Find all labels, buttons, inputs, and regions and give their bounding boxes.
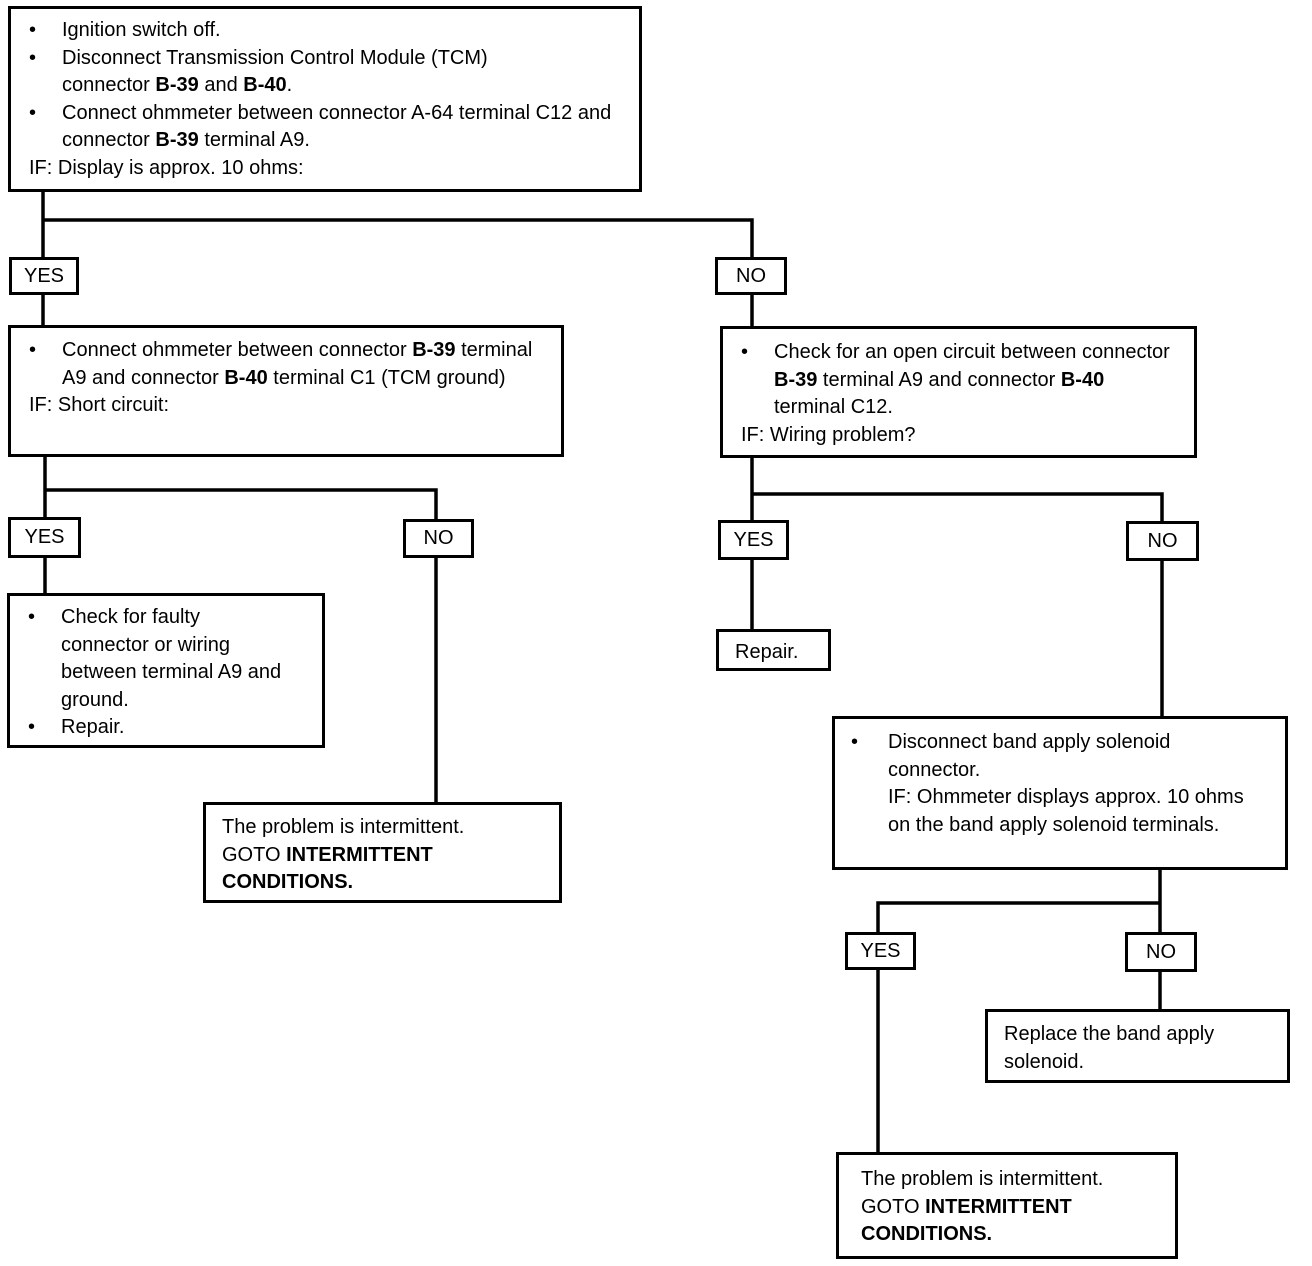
bullet-icon: • — [851, 731, 859, 753]
repair-box: Repair. — [716, 629, 831, 671]
step3-condition: IF: Wiring problem? — [741, 423, 916, 446]
step2-bullet: • Connect ohmmeter between connector B-3… — [29, 339, 533, 389]
yes-label-3: YES — [718, 520, 789, 560]
faulty-bullet2: • Repair. — [28, 714, 312, 742]
step3-bullet: • Check for an open circuit between conn… — [741, 341, 1170, 418]
no-label-3: NO — [1126, 521, 1199, 561]
no-label-2: NO — [403, 519, 474, 558]
step1-condition: IF: Display is approx. 10 ohms: — [29, 156, 304, 179]
step1-bullet1: • Ignition switch off. — [29, 17, 629, 45]
intermittent-box-2: The problem is intermittent. GOTO INTERM… — [836, 1152, 1178, 1259]
yes-label-2: YES — [8, 517, 81, 558]
yes-label-4: YES — [845, 932, 916, 970]
replace-text: Replace the band apply solenoid. — [1004, 1023, 1215, 1073]
step2-condition: IF: Short circuit: — [29, 394, 170, 416]
faulty-connector-box: • Check for faulty connector or wiring b… — [7, 593, 325, 748]
step1-box: • Ignition switch off. • Disconnect Tran… — [8, 6, 642, 192]
connector-step2-branch — [43, 454, 438, 522]
yes-label-1: YES — [9, 257, 79, 295]
bullet-icon: • — [29, 46, 37, 69]
no-label-4: NO — [1125, 932, 1197, 972]
bullet-icon: • — [741, 341, 749, 363]
connector-step1-branch — [41, 190, 754, 260]
bullet-icon: • — [29, 101, 37, 124]
intermittent-box-1: The problem is intermittent. GOTO INTERM… — [203, 802, 562, 903]
no-label-1: NO — [715, 257, 787, 295]
step4-bullet: • Disconnect band apply solenoid connect… — [851, 731, 1171, 781]
step3-box: • Check for an open circuit between conn… — [720, 326, 1197, 458]
step4-condition: IF: Ohmmeter displays approx. 10 ohms on… — [888, 786, 1244, 836]
replace-solenoid-box: Replace the band apply solenoid. — [985, 1009, 1290, 1083]
step1-bullet2: • Disconnect Transmission Control Module… — [29, 46, 488, 97]
step4-box: • Disconnect band apply solenoid connect… — [832, 716, 1288, 870]
connector-step4-branch — [876, 866, 1162, 936]
bullet-icon: • — [29, 19, 37, 41]
connector-step3-branch — [750, 454, 1164, 524]
bullet-icon: • — [28, 606, 36, 628]
faulty-bullet1: • Check for faulty connector or wiring b… — [28, 606, 282, 711]
intermittent2-text: The problem is intermittent. GOTO INTERM… — [861, 1168, 1104, 1245]
bullet-icon: • — [29, 339, 37, 361]
repair-text: Repair. — [735, 641, 799, 663]
step2-box: • Connect ohmmeter between connector B-3… — [8, 325, 564, 457]
intermittent1-text: The problem is intermittent. GOTO INTERM… — [222, 816, 465, 893]
step1-bullet3: • Connect ohmmeter between connector A-6… — [29, 101, 612, 152]
bullet-icon: • — [28, 716, 36, 738]
